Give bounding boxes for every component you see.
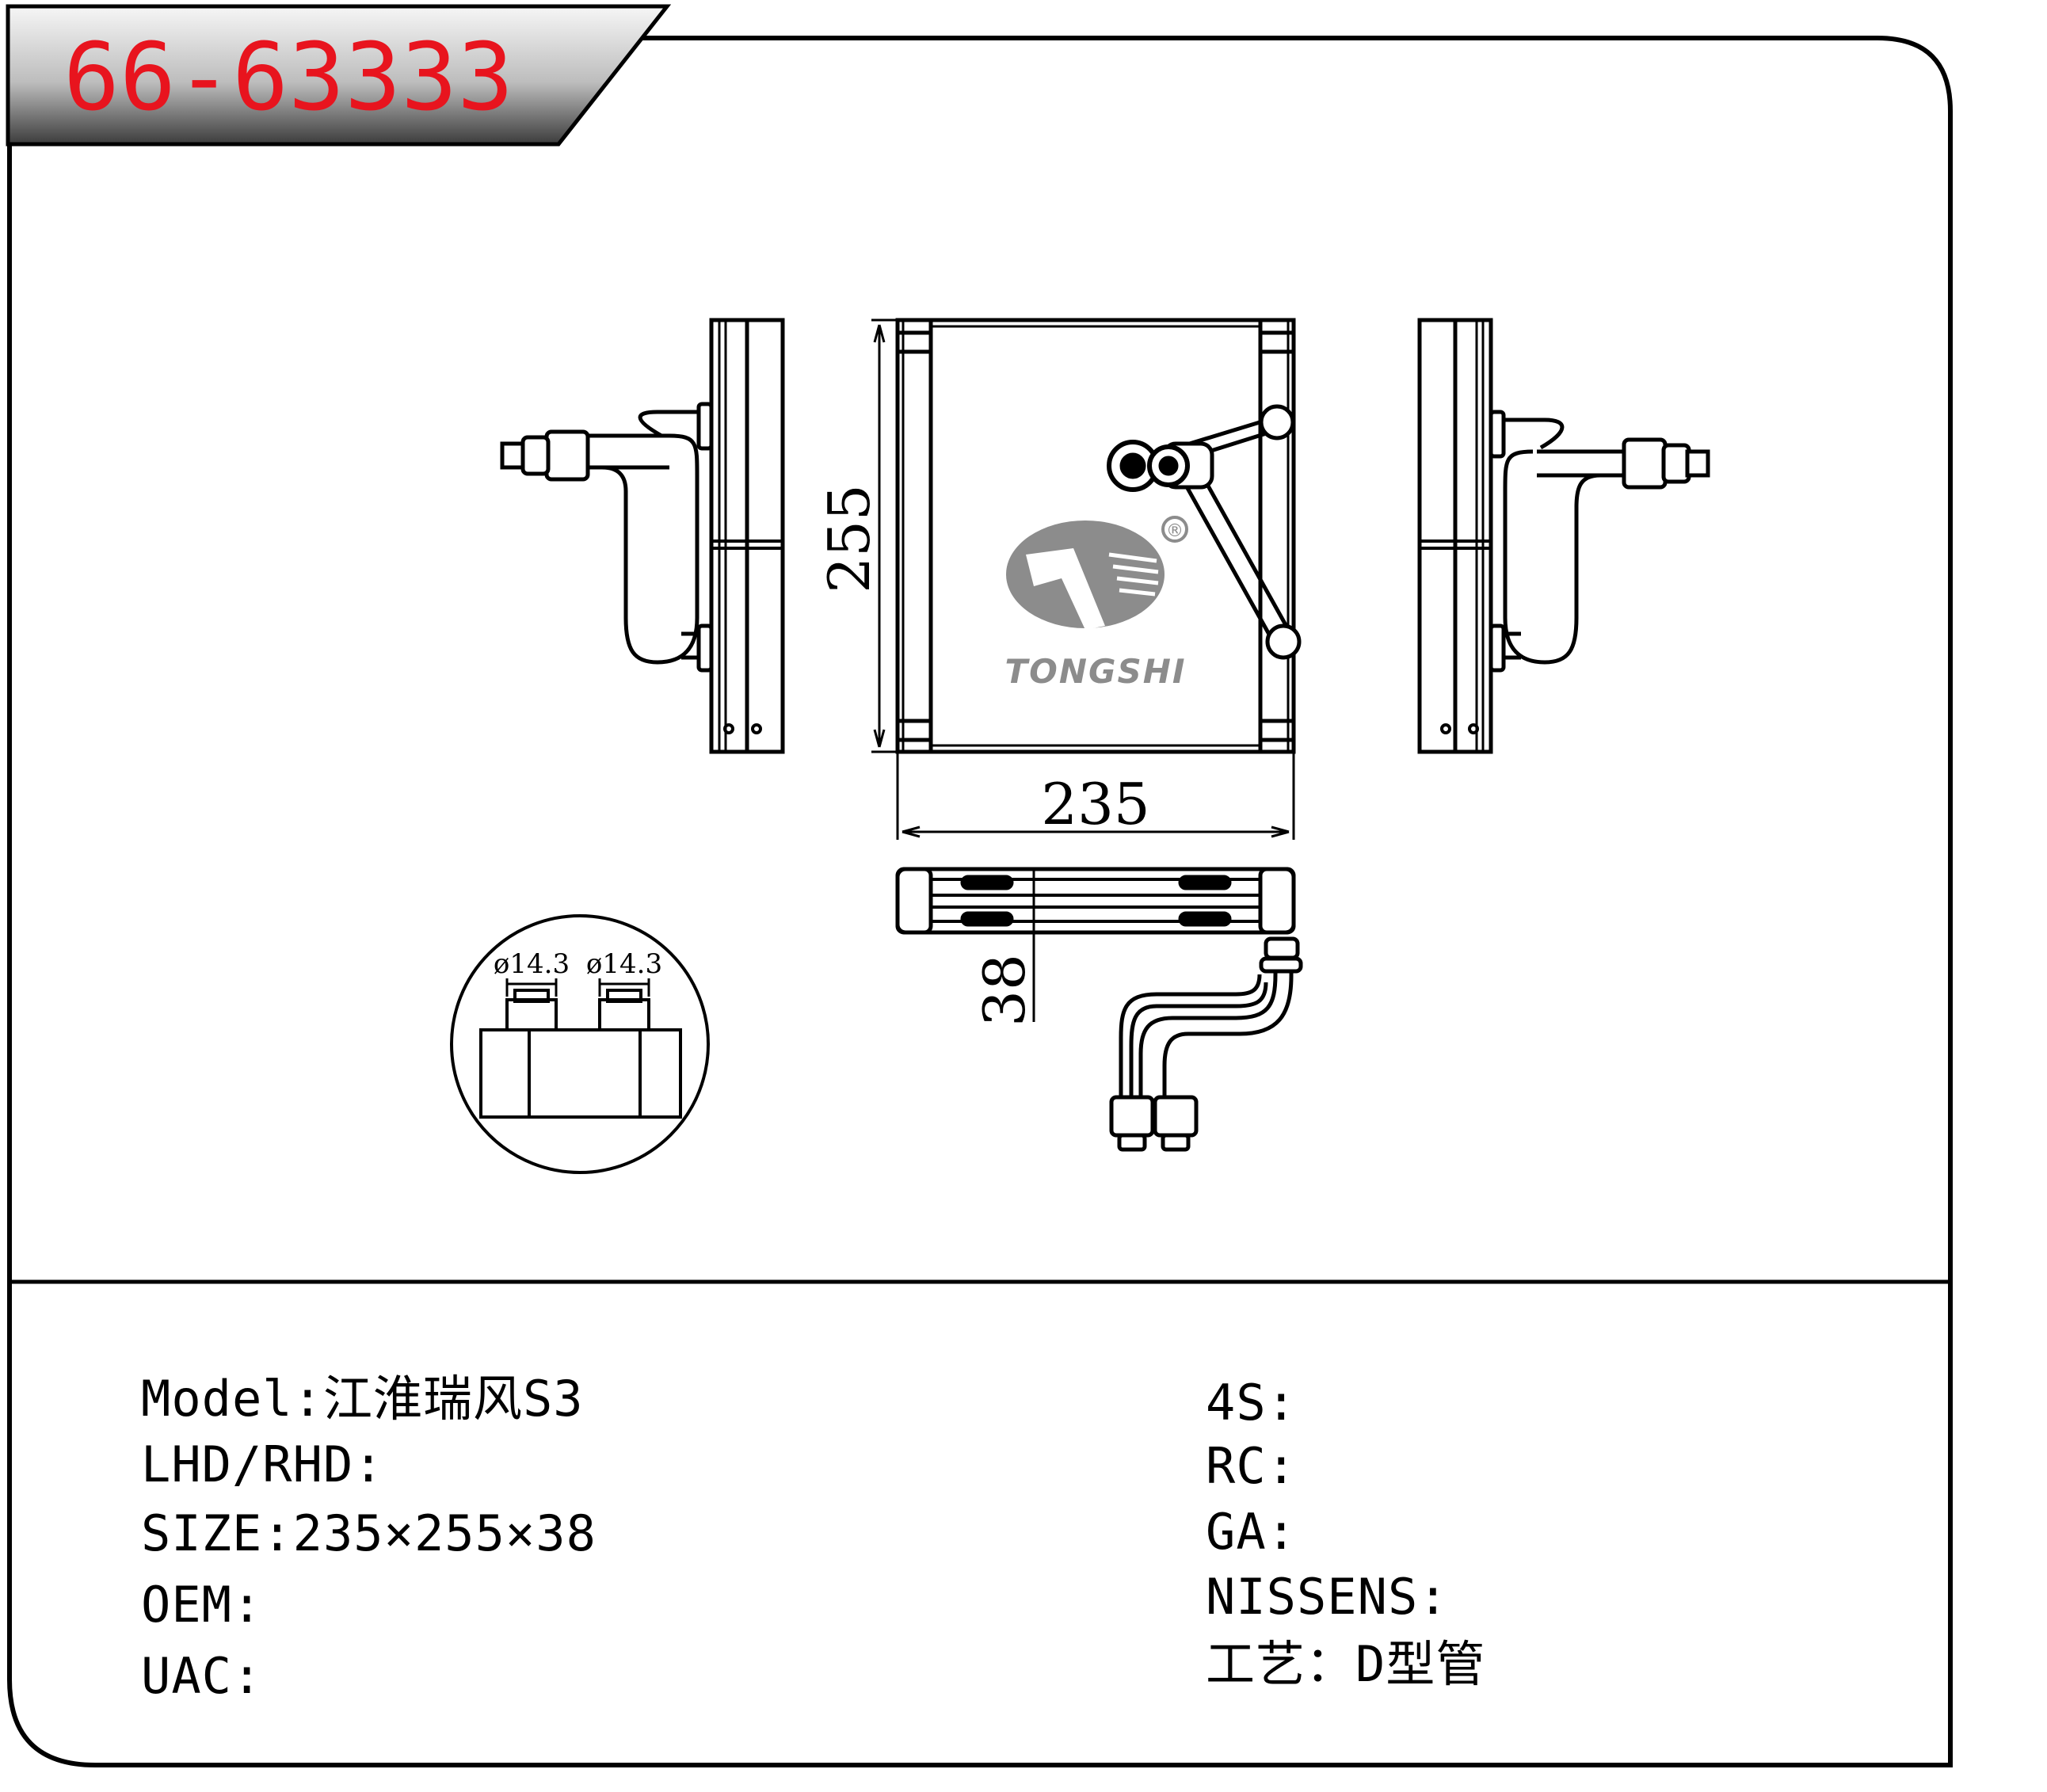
depth-dimension-label: 38 bbox=[971, 954, 1038, 1027]
spec-lhd-rhd-label: LHD/RHD: bbox=[141, 1436, 384, 1493]
spec-4s-label: 4S: bbox=[1206, 1374, 1297, 1432]
spec-oem-label: OEM: bbox=[141, 1576, 263, 1634]
width-dimension-label: 235 bbox=[1041, 771, 1149, 837]
pipe-right-diameter: ø14.3 bbox=[586, 948, 662, 980]
width-dimension bbox=[896, 752, 1295, 840]
spec-size: SIZE:235×255×38 bbox=[141, 1509, 597, 1558]
spec-ga: GA: bbox=[1206, 1508, 1297, 1557]
spec-4s: 4S: bbox=[1206, 1378, 1297, 1428]
part-number-header: 66-63333 bbox=[6, 4, 672, 147]
spec-nissens-label: NISSENS: bbox=[1206, 1568, 1449, 1626]
spec-process-value: D型管 bbox=[1355, 1635, 1486, 1693]
registered-mark: ® bbox=[1166, 521, 1184, 541]
spec-model: Model:江淮瑞风S3 bbox=[141, 1375, 584, 1424]
spec-process: 工艺：D型管 bbox=[1206, 1640, 1485, 1689]
height-dimension-label: 255 bbox=[816, 484, 882, 593]
brand-name: TONGSHI bbox=[1004, 652, 1186, 691]
pipe-detail-circle bbox=[450, 914, 710, 1174]
spec-rc: RC: bbox=[1206, 1442, 1297, 1491]
height-dimension bbox=[871, 318, 898, 753]
spec-rc-label: RC: bbox=[1206, 1437, 1297, 1495]
spec-ga-label: GA: bbox=[1206, 1503, 1297, 1561]
spec-model-value: 江淮瑞风S3 bbox=[322, 1370, 584, 1428]
right-side-view bbox=[1417, 318, 1710, 754]
part-number: 66-63333 bbox=[63, 22, 513, 132]
top-view bbox=[895, 867, 1303, 1152]
spec-uac: UAC: bbox=[141, 1652, 262, 1701]
tongshi-logo: ® TONGSHI bbox=[1004, 516, 1188, 691]
spec-lhd-rhd: LHD/RHD: bbox=[141, 1440, 384, 1489]
spec-nissens: NISSENS: bbox=[1206, 1573, 1449, 1622]
spec-process-label: 工艺： bbox=[1206, 1635, 1356, 1693]
spec-uac-label: UAC: bbox=[141, 1647, 263, 1705]
outer-frame bbox=[7, 36, 1953, 1767]
spec-size-value: 235×255×38 bbox=[292, 1504, 597, 1562]
left-side-view bbox=[500, 318, 785, 754]
spec-oem: OEM: bbox=[141, 1580, 262, 1630]
spec-size-label: SIZE: bbox=[141, 1504, 293, 1562]
pipe-left-diameter: ø14.3 bbox=[494, 948, 570, 980]
spec-model-label: Model: bbox=[141, 1370, 323, 1428]
